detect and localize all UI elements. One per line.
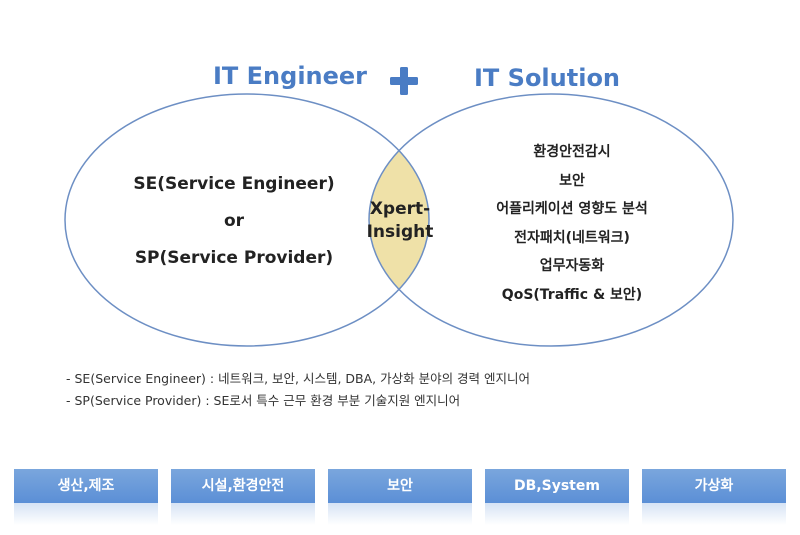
tab-virtualization[interactable]: 가상화 bbox=[642, 469, 786, 503]
tab-security[interactable]: 보안 bbox=[328, 469, 472, 503]
solution-item: 전자패치(네트워크) bbox=[514, 229, 630, 246]
service-engineer-label: SE(Service Engineer) bbox=[133, 174, 335, 194]
tab-reflection bbox=[14, 503, 158, 525]
solution-list: 환경안전감시 보안 어플리케이션 영향도 분석 전자패치(네트워크) 업무자동화… bbox=[460, 138, 684, 309]
solution-item: 업무자동화 bbox=[539, 258, 605, 274]
tab-reflection bbox=[328, 503, 472, 525]
solution-item: 환경안전감시 bbox=[533, 144, 611, 160]
engineer-circle bbox=[64, 93, 430, 347]
service-provider-label: SP(Service Provider) bbox=[134, 248, 334, 268]
definition-notes: - SE(Service Engineer) : 네트워크, 보안, 시스템, … bbox=[66, 368, 530, 412]
solution-item: 보안 bbox=[559, 172, 585, 189]
insight-label: Insight bbox=[366, 222, 434, 242]
solution-item: 어플리케이션 영향도 분석 bbox=[496, 201, 648, 217]
plus-icon bbox=[390, 67, 418, 95]
it-solution-title: IT Solution bbox=[474, 64, 621, 92]
tab-db-system[interactable]: DB,System bbox=[485, 469, 629, 503]
solution-item: QoS(Traffic & 보안) bbox=[501, 286, 643, 303]
note-se: - SE(Service Engineer) : 네트워크, 보안, 시스템, … bbox=[66, 371, 531, 386]
category-tabs: 생산,제조 시설,환경안전 보안 DB,System 가상화 bbox=[14, 469, 786, 525]
tab-manufacturing[interactable]: 생산,제조 bbox=[14, 469, 158, 503]
solution-circle bbox=[368, 93, 734, 347]
it-engineer-title: IT Engineer bbox=[213, 62, 368, 90]
tab-reflection bbox=[171, 503, 315, 525]
xpert-label: Xpert- bbox=[369, 199, 431, 219]
note-sp: - SP(Service Provider) : SE로서 특수 근무 환경 부… bbox=[66, 393, 461, 408]
tab-facility-safety[interactable]: 시설,환경안전 bbox=[171, 469, 315, 503]
tab-reflection bbox=[642, 503, 786, 525]
or-label: or bbox=[223, 211, 245, 231]
tab-reflection bbox=[485, 503, 629, 525]
